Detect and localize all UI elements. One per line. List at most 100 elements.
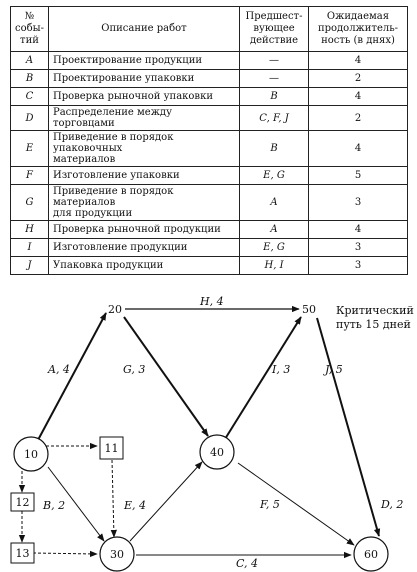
dummy-node-11-box	[99, 436, 124, 460]
edge-e-label: E, 4	[123, 499, 146, 512]
row-predecessor: B	[239, 130, 309, 167]
node-20: 20	[108, 303, 122, 316]
node-60-circle	[353, 536, 389, 572]
dummy-node-13-label: 13	[16, 547, 30, 560]
row-description: Изготовление продукции	[47, 238, 241, 257]
node-40-label: 40	[210, 446, 224, 459]
header-description: Описание работ	[47, 6, 241, 52]
row-duration: 3	[308, 238, 408, 257]
edge-b-label: B, 2	[42, 499, 65, 512]
row-predecessor: H, I	[239, 256, 309, 275]
row-code: B	[10, 69, 49, 88]
row-code: I	[10, 238, 49, 257]
table-row: D Распределение между торговцами C, F, J…	[10, 105, 408, 131]
table-row: F Изготовление упаковки E, G 5	[10, 166, 408, 185]
row-predecessor: A	[239, 220, 309, 239]
node-30-label: 30	[110, 548, 124, 561]
row-description: Распределение между торговцами	[47, 105, 241, 131]
node-10-circle	[13, 436, 49, 472]
node-50-label: 50	[302, 303, 316, 316]
node-40-circle	[199, 434, 235, 470]
row-code: D	[10, 105, 49, 131]
row-description: Проверка рыночной упаковки	[47, 87, 241, 106]
row-duration: 5	[308, 166, 408, 185]
edge-g	[123, 316, 209, 437]
row-duration: 3	[308, 184, 408, 221]
row-code: F	[10, 166, 49, 185]
dummy-node-12: 12	[10, 492, 35, 512]
row-duration: 2	[308, 69, 408, 88]
table-row: H Проверка рыночной продукции A 4	[10, 220, 408, 239]
row-description: Проектирование продукции	[47, 51, 241, 70]
dummy-node-11: 11	[99, 436, 124, 460]
table-row: J Упаковка продукции H, I 3	[10, 256, 408, 275]
row-code: E	[10, 130, 49, 167]
row-description: Проверка рыночной продукции	[47, 220, 241, 239]
edge-a	[37, 312, 107, 441]
node-60-label: 60	[364, 548, 378, 561]
edge-b	[47, 466, 105, 542]
edge-g-label: G, 3	[123, 363, 145, 376]
row-code: G	[10, 184, 49, 221]
edge-j-label: J, 5	[323, 363, 343, 376]
row-code: A	[10, 51, 49, 70]
node-10-label: 10	[24, 448, 38, 461]
row-description: Проектирование упаковки	[47, 69, 241, 88]
critical-path-note-line1: Критический	[336, 304, 414, 317]
dummy-node-13: 13	[10, 542, 35, 564]
table-row: C Проверка рыночной упаковки B 4	[10, 87, 408, 106]
row-duration: 4	[308, 87, 408, 106]
row-duration: 2	[308, 105, 408, 131]
node-20-label: 20	[108, 303, 122, 316]
edge-c-label: C, 4	[236, 557, 258, 570]
row-predecessor: E, G	[239, 166, 309, 185]
row-predecessor: —	[239, 69, 309, 88]
row-predecessor: B	[239, 87, 309, 106]
node-50: 50	[302, 303, 316, 316]
edge-h-label: H, 4	[199, 296, 224, 308]
edge-i	[224, 316, 302, 440]
edge-i-label: I, 3	[271, 363, 290, 376]
dummy-node-13-box	[10, 542, 35, 564]
row-duration: 4	[308, 220, 408, 239]
row-description: Упаковка продукции	[47, 256, 241, 275]
network-diagram: 20 50 10 40 30 60 11 12 13 A, 4 H, 4 G, …	[10, 296, 414, 572]
dummy-node-12-label: 12	[16, 496, 30, 509]
node-60: 60	[353, 536, 389, 572]
edge-j	[316, 317, 381, 537]
critical-path-note-line2: путь 15 дней	[336, 318, 411, 331]
row-duration: 4	[308, 51, 408, 70]
row-duration: 4	[308, 130, 408, 167]
dummy-node-12-box	[10, 492, 35, 512]
dummy-edge-13-30	[32, 550, 98, 558]
row-code: C	[10, 87, 49, 106]
dummy-edge-11-30	[110, 459, 118, 538]
row-predecessor: E, G	[239, 238, 309, 257]
table-row: B Проектирование упаковки — 2	[10, 69, 408, 88]
row-code: H	[10, 220, 49, 239]
row-duration: 3	[308, 256, 408, 275]
edge-f	[237, 462, 355, 546]
edge-e	[129, 461, 203, 542]
node-30: 30	[99, 536, 135, 572]
edge-a-label: A, 4	[47, 363, 70, 376]
node-10: 10	[13, 436, 49, 472]
row-predecessor: A	[239, 184, 309, 221]
dummy-node-11-label: 11	[105, 442, 119, 455]
table-row: I Изготовление продукции E, G 3	[10, 238, 408, 257]
row-description: Изготовление упаковки	[47, 166, 241, 185]
edge-f-label: F, 5	[259, 498, 280, 511]
row-code: J	[10, 256, 49, 275]
node-40: 40	[199, 434, 235, 470]
table-row: A Проектирование продукции — 4	[10, 51, 408, 70]
row-predecessor: —	[239, 51, 309, 70]
